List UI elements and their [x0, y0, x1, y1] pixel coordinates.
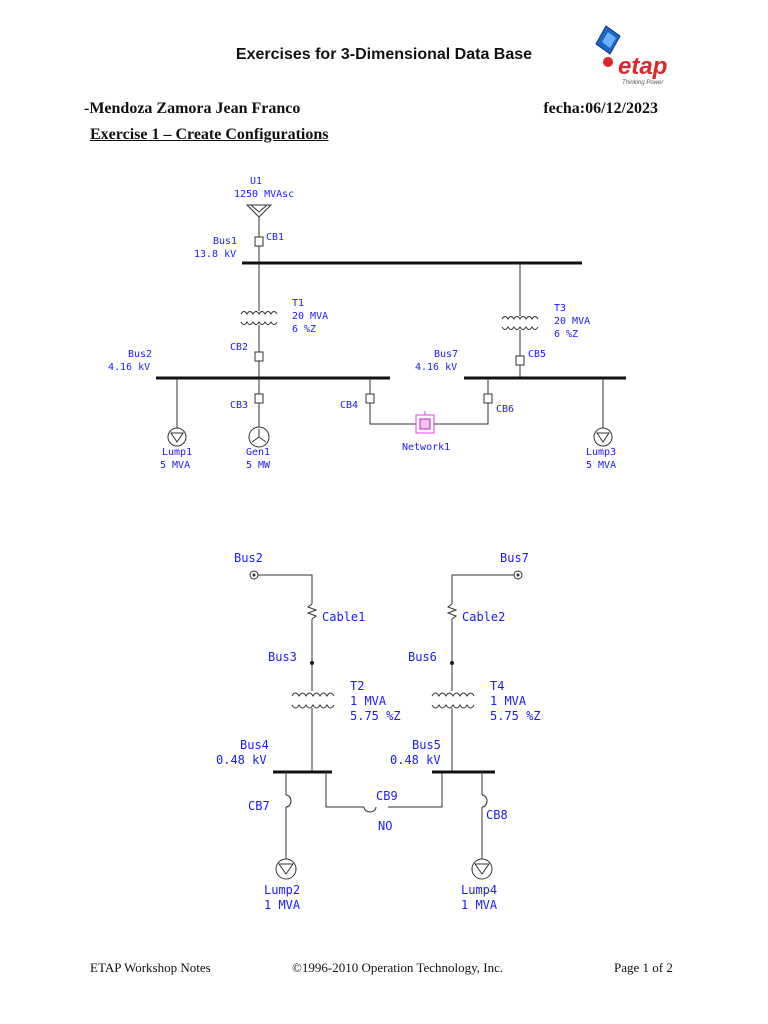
cable1-icon	[306, 603, 318, 620]
bus7-connector-label: Bus7	[500, 551, 529, 565]
cb7-label: CB7	[248, 799, 270, 813]
document-date: fecha:06/12/2023	[543, 100, 658, 117]
lump4-rating: 1 MVA	[461, 898, 498, 912]
lump3-load-icon	[593, 427, 613, 447]
t1-rating: 20 MVA	[292, 311, 328, 322]
lump3-rating: 5 MVA	[586, 460, 616, 471]
bus7-voltage: 4.16 kV	[415, 362, 457, 373]
network1-label: Network1	[402, 442, 450, 453]
cable2-icon	[446, 603, 458, 620]
t4-transformer-icon	[431, 692, 475, 709]
bus4-label: Bus4	[240, 738, 269, 752]
exercise-heading: Exercise 1 – Create Configurations	[90, 126, 329, 143]
cb5-symbol	[515, 355, 525, 366]
bus1-voltage: 13.8 kV	[194, 249, 236, 260]
t2-label: T2	[350, 679, 364, 693]
t1-transformer-icon	[240, 311, 278, 325]
bus6-label: Bus6	[408, 650, 437, 664]
cb7-symbol	[285, 794, 292, 808]
cb4-symbol	[365, 393, 375, 404]
gen1-generator-icon	[248, 426, 270, 448]
t2-impedance: 5.75 %Z	[350, 709, 401, 723]
lump1-load-icon	[167, 427, 187, 447]
cb6-symbol	[483, 393, 493, 404]
logo-cube-icon	[595, 25, 621, 55]
cable2-label: Cable2	[462, 610, 505, 624]
gen1-rating: 5 MW	[246, 460, 271, 471]
t3-rating: 20 MVA	[554, 316, 590, 327]
t4-label: T4	[490, 679, 504, 693]
lump2-load-icon	[275, 858, 297, 880]
document-title: Exercises for 3-Dimensional Data Base	[235, 46, 533, 63]
cb9-state: NO	[378, 819, 392, 833]
t4-impedance: 5.75 %Z	[490, 709, 541, 723]
one-line-diagram-1: U1 1250 MVAsc CB1 Bus1 13.8 kV T1 20 MVA…	[108, 176, 626, 471]
logo-ball-icon	[603, 57, 613, 67]
bus7-connector-icon	[513, 570, 523, 580]
cb3-symbol	[254, 393, 264, 404]
lump4-load-icon	[471, 858, 493, 880]
bus2-voltage: 4.16 kV	[108, 362, 150, 373]
author-name: -Mendoza Zamora Jean Franco	[84, 100, 301, 117]
t1-label: T1	[292, 298, 304, 309]
bus5-label: Bus5	[412, 738, 441, 752]
t2-transformer-icon	[291, 692, 335, 709]
etap-logo: etap Thinking Power	[595, 25, 667, 86]
bus7-label: Bus7	[434, 349, 458, 360]
lump4-label: Lump4	[461, 883, 497, 897]
cb8-label: CB8	[486, 808, 508, 822]
t3-impedance: 6 %Z	[554, 329, 578, 340]
cb5-label: CB5	[528, 349, 546, 360]
t3-label: T3	[554, 303, 566, 314]
t3-transformer-icon	[501, 316, 539, 330]
logo-wordmark: etap	[618, 53, 667, 80]
cb6-label: CB6	[496, 404, 514, 415]
utility-icon	[245, 204, 273, 218]
lump2-rating: 1 MVA	[264, 898, 301, 912]
bus2-connector-icon	[249, 570, 259, 580]
u1-rating: 1250 MVAsc	[234, 189, 294, 200]
cb1-symbol	[254, 236, 264, 247]
bus4-voltage: 0.48 kV	[216, 753, 267, 767]
cb4-label: CB4	[340, 400, 358, 411]
t1-impedance: 6 %Z	[292, 324, 316, 335]
cb9-symbol	[363, 806, 377, 813]
t4-rating: 1 MVA	[490, 694, 527, 708]
cb2-label: CB2	[230, 342, 248, 353]
bus1-label: Bus1	[213, 236, 237, 247]
network1-icon	[415, 411, 435, 434]
gen1-label: Gen1	[246, 447, 270, 458]
cable1-label: Cable1	[322, 610, 365, 624]
logo-tagline: Thinking Power	[622, 80, 664, 86]
lump1-label: Lump1	[162, 447, 192, 458]
footer-copyright: ©1996-2010 Operation Technology, Inc.	[292, 960, 504, 975]
lump3-label: Lump3	[586, 447, 616, 458]
one-line-diagram-2: Bus2 Cable1 Bus3 T2 1 MVA 5.75 %Z Bus4 0…	[216, 551, 541, 912]
lump2-label: Lump2	[264, 883, 300, 897]
cb2-symbol	[254, 351, 264, 362]
t2-rating: 1 MVA	[350, 694, 387, 708]
cb3-label: CB3	[230, 400, 248, 411]
cb1-label: CB1	[266, 232, 284, 243]
cb8-symbol	[481, 794, 488, 808]
footer-left: ETAP Workshop Notes	[90, 960, 211, 975]
u1-label: U1	[250, 176, 262, 187]
bus2-label: Bus2	[128, 349, 152, 360]
cb9-label: CB9	[376, 789, 398, 803]
bus2-connector-label: Bus2	[234, 551, 263, 565]
bus5-voltage: 0.48 kV	[390, 753, 441, 767]
bus3-label: Bus3	[268, 650, 297, 664]
lump1-rating: 5 MVA	[160, 460, 190, 471]
footer-page-number: Page 1 of 2	[614, 960, 673, 975]
